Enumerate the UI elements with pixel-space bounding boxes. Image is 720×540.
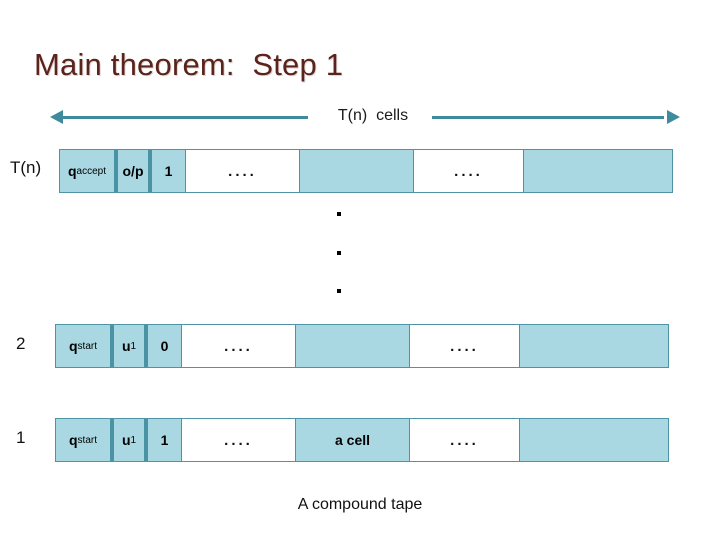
- span-arrow-label: T(n) cells: [308, 107, 438, 125]
- tape-cell-text: o/p: [122, 163, 144, 179]
- tape-cell: ....: [410, 325, 520, 367]
- diagram-caption: A compound tape: [297, 496, 423, 513]
- tape-cell-text: a cell: [334, 432, 371, 448]
- tape-cell: ....: [186, 150, 300, 192]
- arrow-line-left: [61, 116, 316, 119]
- tape-cell-subscript: 1: [130, 340, 137, 352]
- tape-cell-text: ....: [224, 431, 253, 449]
- row-label-one: 1: [16, 428, 26, 447]
- tape-cell: [524, 150, 672, 192]
- tape-cell-subscript: 1: [130, 434, 137, 446]
- tape-cell-text: ....: [454, 162, 483, 180]
- tape-span-arrow: T(n) cells: [50, 104, 680, 132]
- vertical-ellipsis: [337, 208, 347, 300]
- ellipsis-dot: [337, 251, 341, 255]
- tape-cell-text: q: [67, 163, 77, 179]
- tape-cell-text: q: [68, 432, 78, 448]
- tape-cell: ....: [182, 325, 296, 367]
- tape-cell-text: u: [121, 432, 131, 448]
- tape-cell-text: 1: [160, 432, 169, 448]
- tape-cell: [300, 150, 414, 192]
- arrow-head-left-icon: [50, 110, 63, 124]
- arrow-line-right: [432, 116, 664, 119]
- tape-cell: 1: [152, 150, 186, 192]
- tape-cell: ....: [414, 150, 524, 192]
- tape-cell: ....: [182, 419, 296, 461]
- tape-cell-text: ....: [228, 162, 257, 180]
- tape-cell-text: q: [68, 338, 78, 354]
- ellipsis-dot: [337, 289, 341, 293]
- tape-cell-subscript: accept: [76, 165, 107, 177]
- tape-cell: a cell: [296, 419, 410, 461]
- tape-cell: [520, 419, 668, 461]
- row-label-top: T(n): [10, 158, 42, 177]
- tape-cell-text: ....: [450, 337, 479, 355]
- tape-cell-text: u: [121, 338, 131, 354]
- ellipsis-dot: [337, 212, 341, 216]
- tape-cell-subscript: start: [77, 434, 97, 446]
- tape-cell: 0: [148, 325, 182, 367]
- arrow-head-right-icon: [667, 110, 680, 124]
- page-title: Main theorem: Step 1: [34, 47, 344, 82]
- tape-cell-text: 1: [164, 163, 173, 179]
- row-label-two: 2: [16, 334, 26, 353]
- tape-cell: 1: [148, 419, 182, 461]
- tape-cell: ....: [410, 419, 520, 461]
- tape-cell: [296, 325, 410, 367]
- tape-cell-text: ....: [450, 431, 479, 449]
- tape-cell-text: 0: [160, 338, 169, 354]
- tape-cell-text: ....: [224, 337, 253, 355]
- tape-cell: [520, 325, 668, 367]
- tape-cell-subscript: start: [77, 340, 97, 352]
- tape-cell: o/p: [118, 150, 152, 192]
